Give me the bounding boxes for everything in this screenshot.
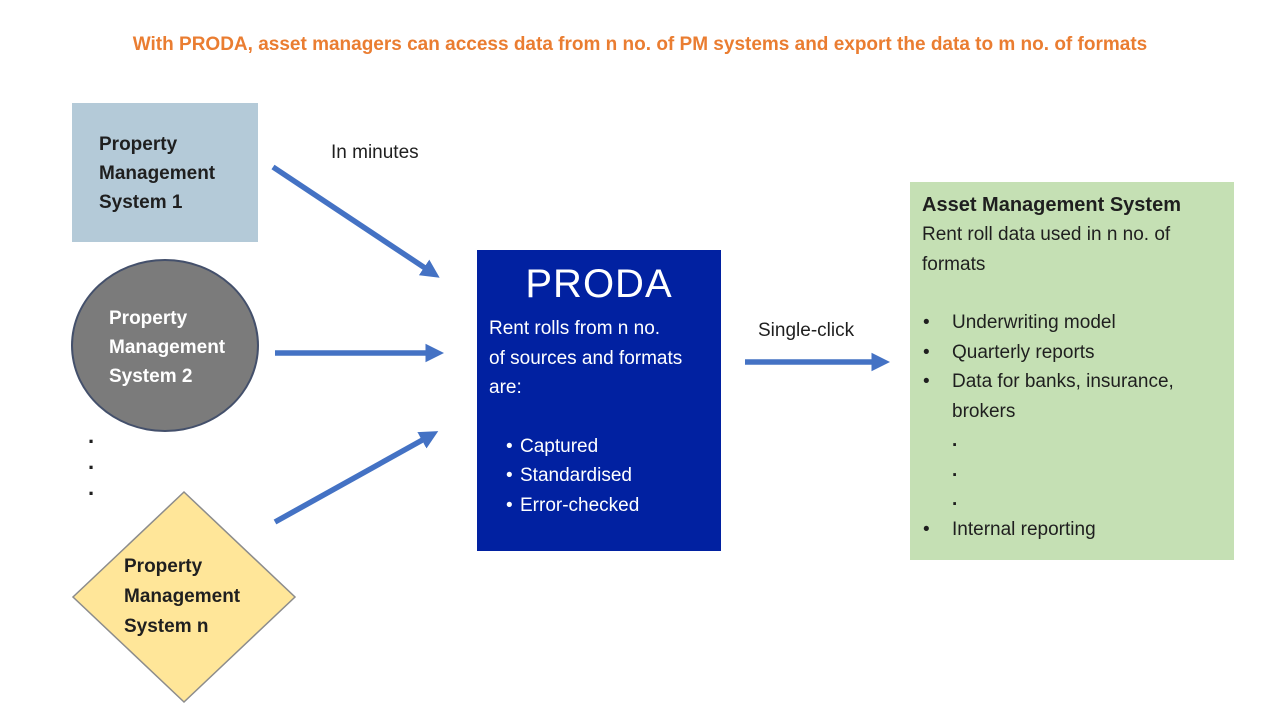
source-circle-pms2: Property Management System 2	[71, 259, 259, 432]
source-label-line: System 2	[109, 366, 193, 387]
source-label-line: Property	[99, 134, 178, 155]
source-label-line: System 1	[99, 192, 183, 213]
ellipsis-dot: .	[88, 423, 95, 448]
proda-title: PRODA	[525, 262, 673, 306]
asset-description-line: Rent roll data used in n no. of	[922, 224, 1171, 245]
proda-description: Rent rolls from n no. of sources and for…	[489, 314, 721, 403]
diamond-shape	[71, 490, 297, 704]
arrow-rect-to-proda-icon	[271, 164, 440, 278]
asset-bullet-list-continued: Internal reporting	[922, 515, 1222, 545]
proda-description-line: Rent rolls from n no.	[489, 318, 661, 339]
bullet-item: Standardised	[477, 461, 721, 491]
source-label-line: Property	[109, 308, 188, 329]
bullet-item-line: Data for banks, insurance,	[952, 371, 1174, 392]
asset-management-box: Asset Management System Rent roll data u…	[910, 182, 1234, 560]
arrow-diamond-to-proda-icon	[273, 431, 439, 525]
bullet-item: Internal reporting	[922, 515, 1222, 545]
ellipsis-dot: .	[88, 449, 95, 474]
bullet-item-line: brokers	[952, 400, 1016, 422]
asset-description-line: formats	[922, 254, 986, 275]
bullet-item: Captured	[477, 432, 721, 462]
source-label-line: Management	[99, 163, 216, 184]
proda-description-line: of sources and formats	[489, 347, 683, 369]
ellipsis-dot: .	[88, 475, 95, 500]
proda-box: PRODA Rent rolls from n no. of sources a…	[477, 250, 721, 551]
ellipsis-dot: .	[952, 489, 958, 510]
source-label-line: System n	[124, 616, 209, 637]
bullet-item: Underwriting model	[922, 308, 1222, 338]
ellipsis-dot: .	[952, 459, 958, 481]
arrow-label-single-click: Single-click	[758, 320, 855, 341]
asset-box-description: Rent roll data used in n no. of formats	[922, 220, 1222, 280]
source-label-line: Property	[124, 556, 203, 577]
proda-description-line: are:	[489, 377, 522, 398]
asset-ellipsis: . . .	[922, 426, 1222, 515]
source-label-line: Management	[124, 586, 241, 607]
asset-bullet-list: Underwriting model Quarterly reports Dat…	[922, 308, 1222, 426]
ellipsis-dot: .	[952, 430, 958, 451]
asset-box-title: Asset Management System	[922, 194, 1181, 216]
source-diamond-pms-n: Property Management System n	[124, 552, 240, 642]
bullet-item: Data for banks, insurance, brokers	[922, 367, 1222, 426]
page-title: With PRODA, asset managers can access da…	[132, 34, 1148, 55]
source-label-line: Management	[109, 337, 226, 358]
proda-bullet-list: Captured Standardised Error-checked	[477, 432, 721, 521]
bullet-item: Quarterly reports	[922, 338, 1222, 368]
arrow-label-in-minutes: In minutes	[331, 142, 419, 163]
sources-ellipsis: . . .	[88, 423, 94, 501]
source-rectangle-pms1: Property Management System 1	[72, 103, 258, 242]
bullet-item: Error-checked	[477, 491, 721, 521]
